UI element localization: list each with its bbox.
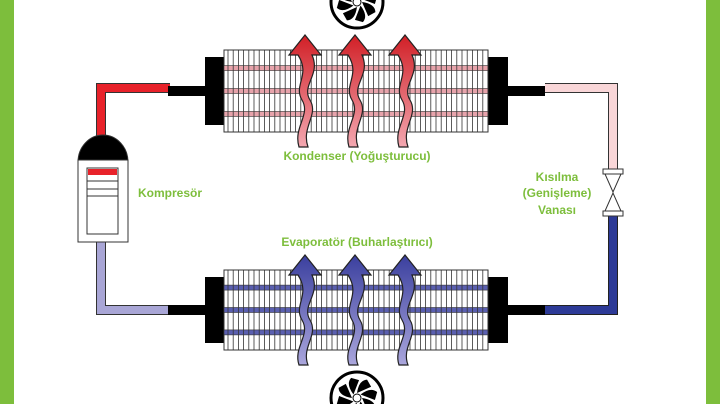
pipe-stub: [168, 305, 208, 315]
end-cap: [205, 57, 225, 125]
end-cap: [488, 57, 508, 125]
end-cap: [488, 277, 508, 343]
compressor: [77, 134, 129, 243]
condenser: [168, 34, 545, 148]
suction-pipe: [96, 240, 170, 315]
fan-icon: [329, 370, 385, 404]
evaporator: [168, 254, 545, 366]
heat-flow-arrow-icon: [387, 34, 423, 148]
heat-flow-arrow-icon: [387, 254, 423, 366]
valve-label-line2: (Genişleme): [522, 186, 592, 200]
heat-flow-arrow-icon: [337, 34, 373, 148]
expansion-valve: [602, 168, 624, 217]
left-border: [0, 0, 14, 404]
pipe-stub: [505, 86, 545, 96]
heat-flow-arrow-icon: [287, 254, 323, 366]
pipe-stub: [505, 305, 545, 315]
hot-pipe: [96, 83, 170, 136]
compressor-label: Kompresör: [138, 186, 203, 200]
condenser-label: Kondenser (Yoğuşturucu): [283, 149, 431, 163]
evaporator-label: Evaporatör (Buharlaştırıcı): [281, 235, 433, 249]
pipe-stub: [168, 86, 208, 96]
valve-label-line1: Kısılma: [535, 170, 579, 184]
heat-flow-arrow-icon: [337, 254, 373, 366]
right-border: [706, 0, 720, 404]
fan-icon: [329, 0, 385, 30]
valve-label-line3: Vanası: [537, 203, 577, 217]
liquid-pipe: [545, 83, 618, 170]
end-cap: [205, 277, 225, 343]
heat-flow-arrow-icon: [287, 34, 323, 148]
cold-pipe: [545, 215, 618, 315]
